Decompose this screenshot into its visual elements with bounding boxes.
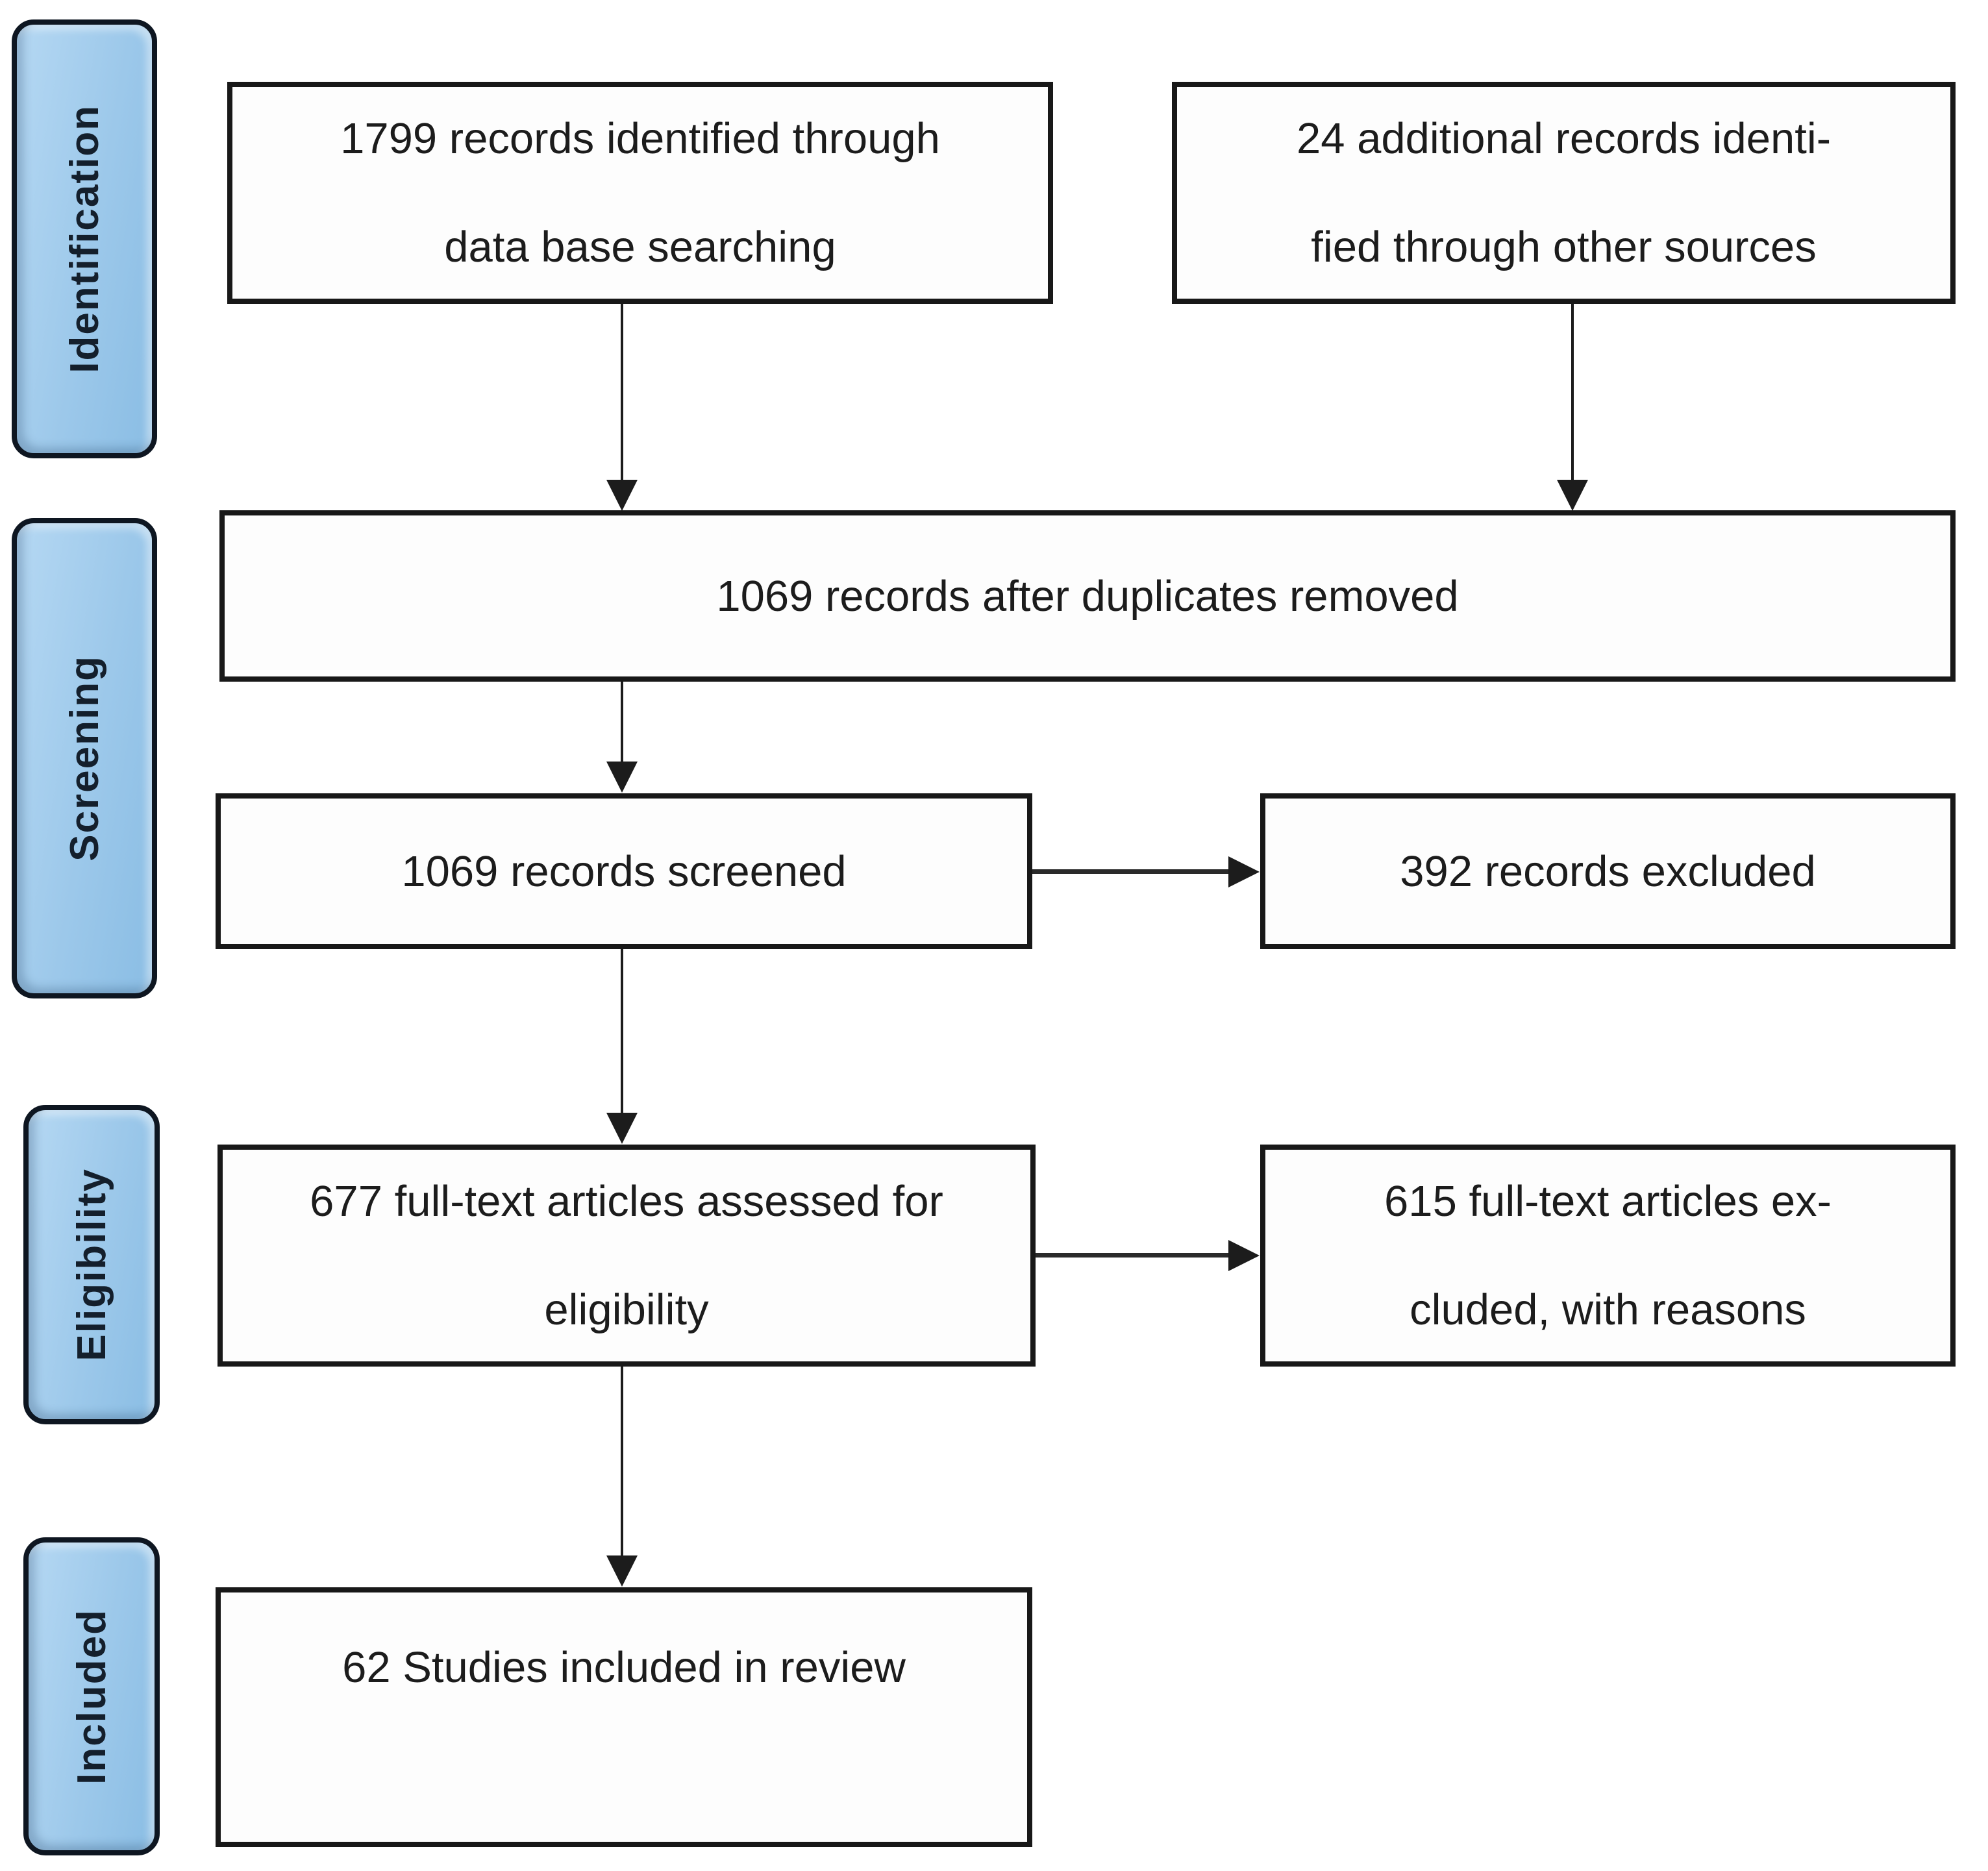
arrowhead-down-icon [606,1113,638,1144]
box-fulltext-assessed: 677 full-text articles assessed for elig… [217,1145,1036,1367]
stage-screening: Screening [12,518,157,998]
arrow-screened-to-fulltext [606,949,638,1144]
arrow-fulltext-to-included [606,1367,638,1587]
arrow-screened-to-excluded [1032,856,1260,887]
arrowhead-right-icon [1228,1239,1260,1271]
arrowhead-right-icon [1228,856,1260,887]
box-text-line: 1069 records after duplicates removed [716,571,1459,621]
stage-included-label: Included [69,1608,114,1785]
arrow-other-sources-to-duplicates [1557,304,1588,511]
box-text-line: 1069 records screened [401,847,847,896]
box-records-screened: 1069 records screened [216,793,1032,949]
box-records-identified-database: 1799 records identified through data bas… [227,82,1053,304]
box-text-line: 24 additional records identi- [1296,114,1832,163]
arrow-duplicates-to-screened [606,682,638,793]
box-records-identified-other-sources: 24 additional records identi- fied throu… [1172,82,1956,304]
arrowhead-down-icon [606,1555,638,1587]
arrow-database-to-duplicates [606,304,638,511]
box-text-line: 1799 records identified through [340,114,940,163]
box-text-line: eligibility [544,1285,709,1334]
box-text-line: 62 Studies included in review [342,1643,906,1692]
box-records-after-duplicates-removed: 1069 records after duplicates removed [219,510,1956,682]
box-text-line: cluded, with reasons [1410,1285,1806,1334]
box-text-line: 392 records excluded [1400,847,1816,896]
box-records-excluded: 392 records excluded [1260,793,1956,949]
arrowhead-down-icon [1557,480,1588,511]
arrowhead-down-icon [606,480,638,511]
stage-eligibility: Eligibility [23,1105,160,1424]
box-fulltext-excluded: 615 full-text articles ex- cluded, with … [1260,1145,1956,1367]
stage-identification-label: Identification [62,105,107,373]
arrow-fulltext-to-excluded [1036,1239,1260,1271]
stage-eligibility-label: Eligibility [69,1168,114,1361]
box-text-line: fied through other sources [1311,223,1817,271]
stage-identification: Identification [12,19,157,458]
box-text-line: data base searching [444,223,836,271]
stage-screening-label: Screening [62,655,107,861]
box-studies-included: 62 Studies included in review [216,1587,1032,1847]
stage-included: Included [23,1537,160,1855]
box-text-line: 615 full-text articles ex- [1384,1177,1832,1226]
arrowhead-down-icon [606,762,638,793]
box-text-line: 677 full-text articles assessed for [310,1177,943,1226]
